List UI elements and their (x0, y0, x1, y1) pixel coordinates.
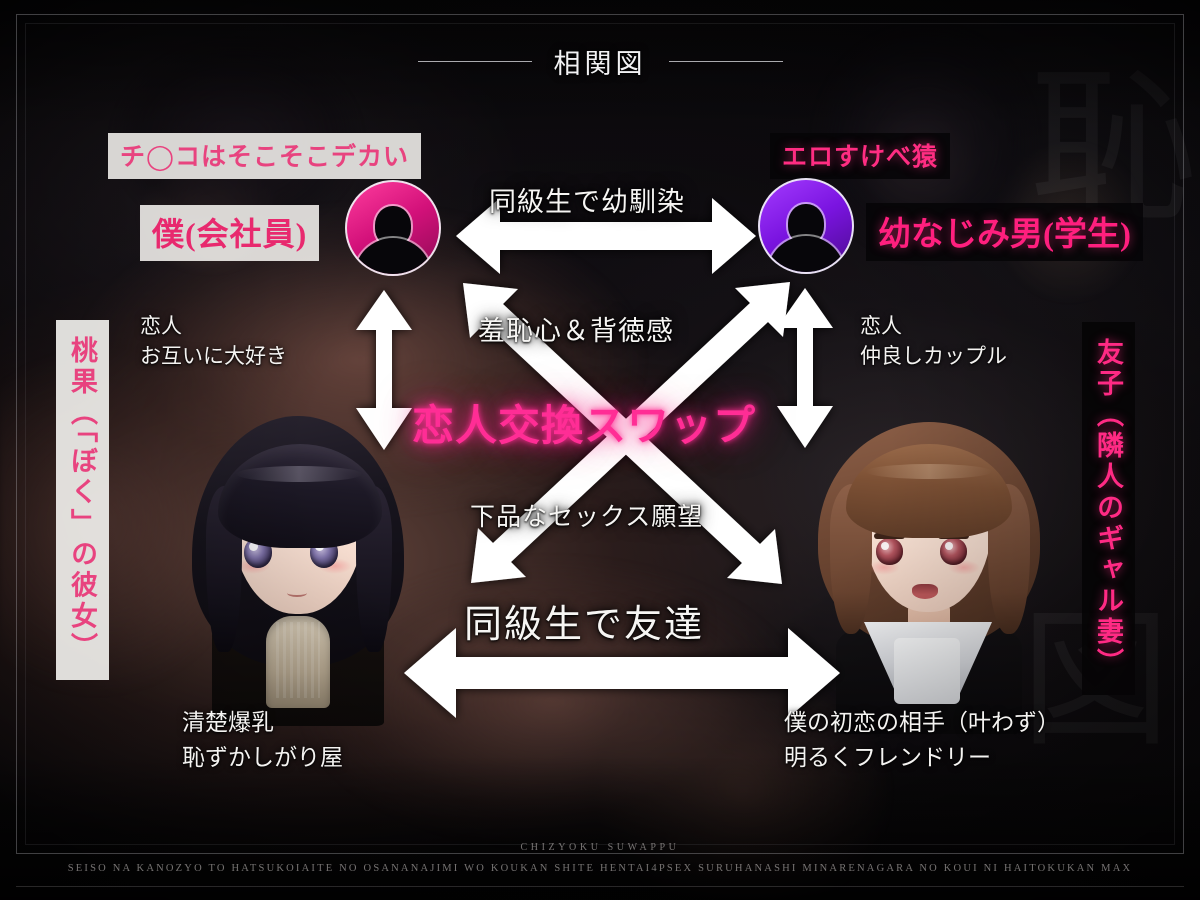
arrow-bottom-horizontal (404, 628, 840, 718)
relation-label-cross-upper: 羞恥心＆背徳感 (478, 316, 674, 346)
vertical-name-tag-momoka: 桃果（「ぼく」の彼女） (56, 320, 109, 680)
title-text: 相関図 (553, 49, 647, 79)
description-tomoko: 僕の初恋の相手（叶わず） 明るくフレンドリー (784, 706, 1060, 775)
silhouette-shoulders (767, 236, 845, 272)
footer-divider (16, 886, 1184, 887)
footer-subtitle-romaji: SEISO NA KANOZYO TO HATSUKOIAITE NO OSAN… (67, 863, 1133, 874)
description-tomoko-line2: 明るくフレンドリー (784, 744, 991, 770)
relation-label-bottom: 同級生で友達 (464, 604, 705, 646)
description-momoka-line2: 恥ずかしがり屋 (182, 744, 343, 770)
arrow-left-vertical (356, 290, 412, 450)
avatar-osananajimi (758, 178, 854, 274)
page-title: 相関図 (0, 42, 1200, 81)
relation-label-cross-lower: 下品なセックス願望 (470, 504, 704, 531)
silhouette-shoulders (354, 238, 432, 274)
footer: CHIZYOKU SUWAPPU SEISO NA KANOZYO TO HAT… (0, 842, 1200, 874)
relation-label-swap: 恋人交換スワップ (412, 404, 757, 450)
side-note-left: 恋人 お互いに大好き (140, 312, 287, 372)
footer-title-romaji: CHIZYOKU SUWAPPU (520, 842, 680, 853)
side-note-right-line1: 恋人 (860, 314, 902, 338)
side-note-right: 恋人 仲良しカップル (860, 312, 1007, 372)
arrow-top-horizontal (456, 198, 756, 274)
arrow-diagonal-tr-bl (471, 282, 790, 583)
trait-tag-osananajimi: エロすけべ猿 (770, 133, 951, 179)
title-rule-left (417, 61, 532, 62)
trait-tag-boku: チ◯コはそこそこデカい (108, 133, 421, 179)
person-silhouette-icon (354, 206, 432, 274)
relation-label-top: 同級生で幼馴染 (489, 187, 685, 217)
side-note-left-line2: お互いに大好き (140, 343, 287, 368)
character-name-osananajimi: 幼なじみ男(学生) (866, 203, 1143, 261)
title-rule-right (668, 61, 783, 62)
person-silhouette-icon (767, 204, 845, 272)
description-momoka-line1: 清楚爆乳 (182, 710, 274, 735)
arrow-right-vertical (777, 288, 833, 448)
side-note-left-line1: 恋人 (140, 314, 182, 338)
avatar-boku (345, 180, 441, 276)
description-momoka: 清楚爆乳 恥ずかしがり屋 (182, 706, 343, 775)
character-name-boku: 僕(会社員) (140, 205, 320, 261)
side-note-right-line2: 仲良しカップル (860, 343, 1007, 368)
vertical-name-tag-tomoko: 友子（隣人のギャル妻） (1082, 322, 1135, 695)
description-tomoko-line1: 僕の初恋の相手（叶わず） (784, 710, 1060, 735)
